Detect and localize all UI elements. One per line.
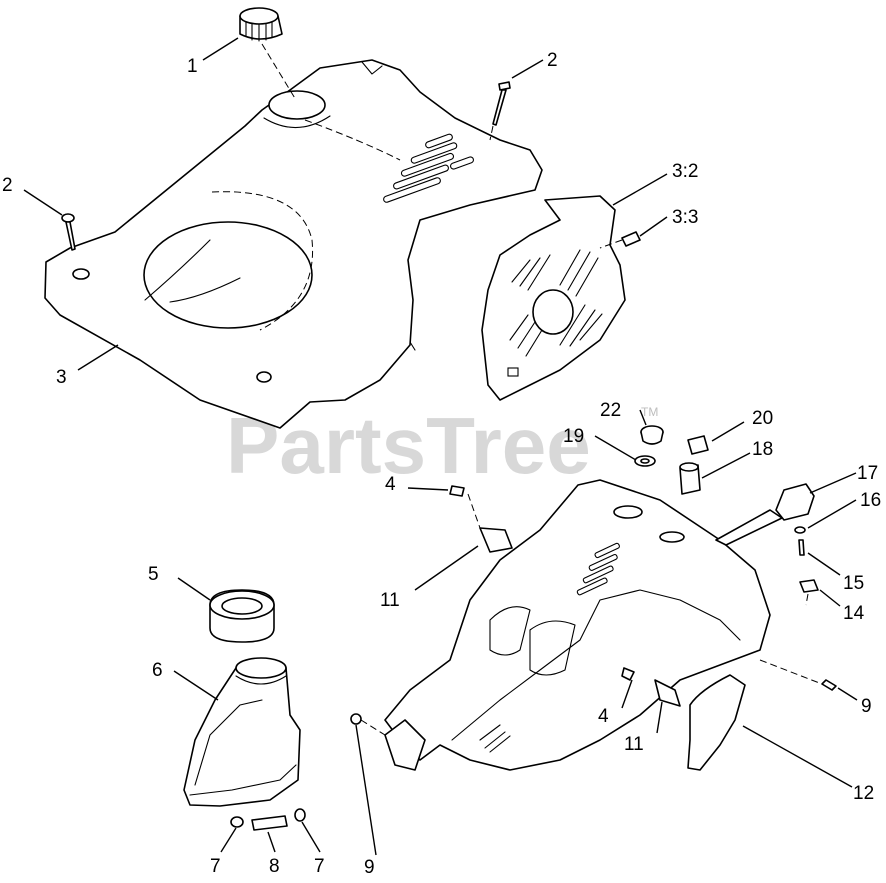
callout-9: 9 <box>364 857 375 878</box>
callout-14: 14 <box>843 603 865 624</box>
callout-12: 12 <box>853 783 874 804</box>
washer-part-16[interactable] <box>794 526 806 534</box>
nut-part-14[interactable] <box>799 579 819 606</box>
screw-part-2-left[interactable] <box>61 213 76 251</box>
hose-part-8[interactable] <box>251 815 288 831</box>
guard-slats <box>509 249 603 357</box>
washer-part-19[interactable] <box>634 455 656 467</box>
callout-11: 11 <box>624 734 644 755</box>
shroud-part-3[interactable] <box>44 59 543 429</box>
callout-3: 3 <box>56 367 67 388</box>
callout-18: 18 <box>752 439 773 460</box>
callout-9: 9 <box>861 696 872 717</box>
callout-7: 7 <box>314 856 325 877</box>
screw-part-4-lower[interactable] <box>621 667 635 681</box>
callout-3-2: 3:2 <box>672 161 698 182</box>
callout-20: 20 <box>752 408 773 429</box>
shroud-vents <box>383 133 475 203</box>
grommet-part-22[interactable] <box>640 425 664 445</box>
callout-1: 1 <box>187 56 198 77</box>
fuel-cap-part-1[interactable] <box>239 7 297 101</box>
screw-part-4-upper[interactable] <box>449 485 465 497</box>
callout-3-3: 3:3 <box>672 207 698 228</box>
screw-part-2-top[interactable] <box>489 81 511 141</box>
panel-vents <box>576 542 620 596</box>
leader-lines <box>23 37 858 856</box>
bolt-part-9-right[interactable] <box>759 659 837 691</box>
callout-8: 8 <box>269 856 280 877</box>
callout-22: 22 <box>600 400 621 421</box>
callout-6: 6 <box>152 660 163 681</box>
key-part-20[interactable] <box>687 435 709 455</box>
callout-7: 7 <box>210 856 221 877</box>
callout-2: 2 <box>547 50 558 71</box>
bracket-part-17[interactable] <box>715 483 815 546</box>
watermark-tm: TM <box>641 405 658 419</box>
switch-part-18[interactable] <box>679 462 701 495</box>
callout-4: 4 <box>598 706 609 727</box>
callout-11: 11 <box>380 590 400 611</box>
clip-part-11-lower[interactable] <box>654 679 681 707</box>
ring-part-5[interactable] <box>209 589 275 643</box>
guard-part-3-2[interactable] <box>481 195 626 401</box>
callout-2: 2 <box>2 175 13 196</box>
tank-part-6[interactable] <box>183 657 301 807</box>
clamp-part-7-right[interactable] <box>294 808 306 822</box>
callout-5: 5 <box>148 564 159 585</box>
clip-part-11-upper[interactable] <box>467 493 513 553</box>
screw-part-3-3[interactable] <box>599 231 641 249</box>
callout-4: 4 <box>385 474 396 495</box>
callout-15: 15 <box>843 573 864 594</box>
bolt-part-9-left[interactable] <box>350 713 386 736</box>
callout-17: 17 <box>857 463 878 484</box>
callout-16: 16 <box>860 490 881 511</box>
callout-labels: 1 2 2 3 3:2 3:3 4 4 5 6 7 7 8 9 9 11 11 … <box>2 50 881 878</box>
callout-19: 19 <box>563 426 584 447</box>
clamp-part-7-left[interactable] <box>230 816 244 828</box>
screw-part-15[interactable] <box>798 539 805 556</box>
panel-part-12[interactable] <box>384 479 771 771</box>
